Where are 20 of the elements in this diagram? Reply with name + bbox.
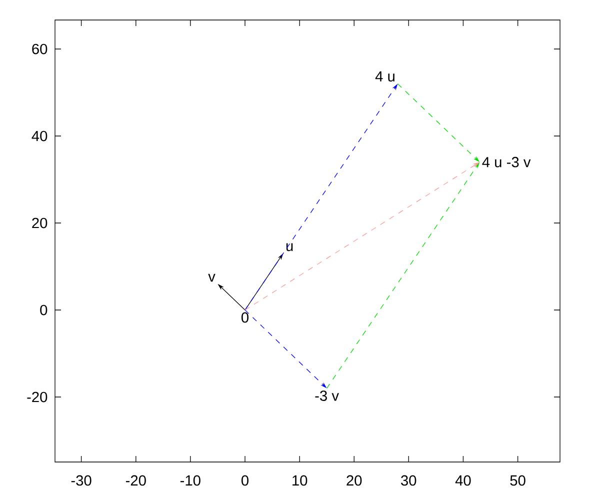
tick-label: 40 — [455, 475, 471, 486]
tick-label: 30 — [401, 475, 416, 486]
tick-label: 0 — [40, 304, 48, 316]
point-label: u — [286, 243, 293, 252]
point-label: 4 u — [375, 71, 394, 82]
tick-label: -20 — [27, 392, 48, 402]
tick-label: 40 — [32, 130, 48, 142]
tick-label: -30 — [71, 475, 92, 486]
tick-label: 0 — [242, 475, 248, 486]
tick-label: 20 — [32, 218, 48, 228]
tick-label: 60 — [32, 44, 48, 54]
tick-label: 10 — [292, 475, 308, 486]
tick-label: 50 — [510, 475, 526, 486]
point-label: 0 — [242, 312, 248, 323]
point-label: 4 u -3 v — [482, 156, 531, 168]
tick-label: 20 — [346, 475, 362, 486]
tick-label: -10 — [180, 475, 200, 486]
tick-label: -20 — [126, 475, 146, 486]
point-label: v — [208, 274, 216, 282]
point-label: -3 v — [315, 390, 339, 401]
